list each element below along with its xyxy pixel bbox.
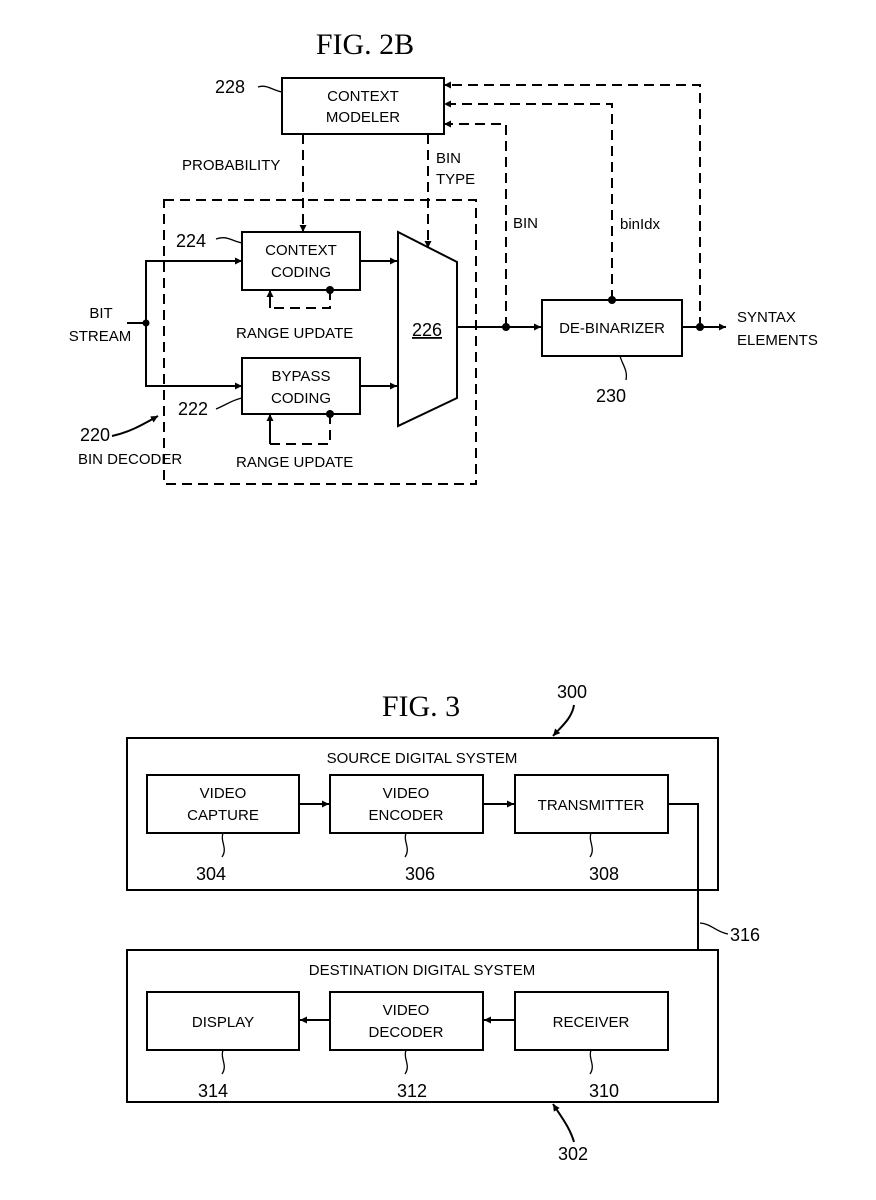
bit-stream-to-context-coding bbox=[145, 257, 242, 323]
context-coding-ref: 224 bbox=[176, 231, 206, 251]
bin-feedback-arrow bbox=[444, 120, 507, 327]
destination-ref-leader bbox=[552, 1103, 575, 1143]
source-digital-system-label: SOURCE DIGITAL SYSTEM bbox=[327, 750, 518, 767]
range-update-node-1 bbox=[326, 286, 334, 294]
bin-type-label-line2: TYPE bbox=[436, 171, 475, 188]
bypass-coding-ref: 222 bbox=[178, 399, 208, 419]
syntax-feedback-arrow bbox=[444, 81, 701, 327]
bin-type-label-line1: BIN bbox=[436, 150, 461, 167]
video-encoder-block: VIDEO ENCODER 306 bbox=[329, 774, 484, 884]
bin-decoder-callout: 220 BIN DECODER bbox=[78, 415, 182, 468]
mux-shape bbox=[397, 230, 458, 428]
context-coding-label-line1: CONTEXT bbox=[265, 242, 337, 259]
bit-stream-to-bypass-coding bbox=[145, 323, 242, 390]
receiver-box bbox=[514, 991, 669, 1051]
range-update-label-1: RANGE UPDATE bbox=[236, 325, 353, 342]
bin-decoder-ref: 220 bbox=[80, 425, 110, 445]
debinarizer-block: DE-BINARIZER 230 bbox=[541, 299, 683, 406]
mux-ref: 226 bbox=[412, 320, 442, 340]
context-coding-block: CONTEXT CODING 224 RANGE UPDATE bbox=[176, 231, 361, 342]
video-encoder-label-line1: VIDEO bbox=[383, 785, 430, 802]
video-capture-leader bbox=[221, 832, 225, 858]
fig-2b-title: FIG. 2B bbox=[316, 28, 414, 61]
video-capture-label-line1: VIDEO bbox=[200, 785, 247, 802]
range-update-loop-1 bbox=[270, 290, 331, 309]
bypass-coding-leader bbox=[215, 397, 243, 410]
context-coding-label-line2: CODING bbox=[271, 264, 331, 281]
system-ref: 300 bbox=[557, 682, 587, 702]
video-decoder-ref: 312 bbox=[397, 1081, 427, 1101]
debinarizer-ref: 230 bbox=[596, 386, 626, 406]
bin-decoder-outline bbox=[163, 199, 477, 485]
context-modeler-block: CONTEXT MODELER 228 bbox=[215, 77, 445, 135]
transmitter-label: TRANSMITTER bbox=[538, 797, 645, 814]
receiver-leader bbox=[589, 1049, 593, 1075]
video-decoder-label-line1: VIDEO bbox=[383, 1002, 430, 1019]
channel-ref: 316 bbox=[730, 925, 760, 945]
context-modeler-box bbox=[281, 77, 445, 135]
display-leader bbox=[221, 1049, 225, 1075]
fig-3: FIG. 3 300 SOURCE DIGITAL SYSTEM VIDEO C… bbox=[126, 682, 760, 1164]
bit-stream-input: BIT STREAM bbox=[69, 257, 242, 390]
destination-ref: 302 bbox=[558, 1144, 588, 1164]
context-modeler-label-line1: CONTEXT bbox=[327, 88, 399, 105]
bin-label: BIN bbox=[513, 215, 538, 232]
range-update-label-2: RANGE UPDATE bbox=[236, 454, 353, 471]
destination-digital-system-label: DESTINATION DIGITAL SYSTEM bbox=[309, 962, 535, 979]
syntax-elements-label-line1: SYNTAX bbox=[737, 309, 796, 326]
debinarizer-label: DE-BINARIZER bbox=[559, 320, 665, 337]
range-update-loop-2 bbox=[270, 414, 331, 445]
bypass-coding-label-line1: BYPASS bbox=[272, 368, 331, 385]
receiver-block: RECEIVER 310 bbox=[514, 991, 669, 1101]
context-modeler-leader bbox=[257, 85, 283, 93]
probability-label: PROBABILITY bbox=[182, 157, 280, 174]
mux-block: 226 bbox=[397, 230, 458, 428]
video-encoder-box bbox=[329, 774, 484, 834]
range-update-node-2 bbox=[326, 410, 334, 418]
context-coding-leader bbox=[215, 237, 243, 244]
syntax-elements-label-line2: ELEMENTS bbox=[737, 332, 818, 349]
video-capture-label-line2: CAPTURE bbox=[187, 807, 259, 824]
debinarizer-box bbox=[541, 299, 683, 357]
video-capture-ref: 304 bbox=[196, 864, 226, 884]
video-capture-block: VIDEO CAPTURE 304 bbox=[146, 774, 300, 884]
video-encoder-label-line2: ENCODER bbox=[368, 807, 443, 824]
receiver-ref: 310 bbox=[589, 1081, 619, 1101]
transmitter-box bbox=[514, 774, 669, 834]
context-modeler-label-line2: MODELER bbox=[326, 109, 400, 126]
fig-2b: FIG. 2B CONTEXT MODELER 228 220 BIN DECO… bbox=[69, 28, 818, 485]
video-encoder-leader bbox=[404, 832, 408, 858]
system-ref-leader bbox=[552, 704, 575, 737]
receiver-label: RECEIVER bbox=[553, 1014, 630, 1031]
bin-decoder-label: BIN DECODER bbox=[78, 451, 182, 468]
fig-3-title: FIG. 3 bbox=[382, 690, 460, 723]
video-decoder-leader bbox=[404, 1049, 408, 1075]
transmitter-ref: 308 bbox=[589, 864, 619, 884]
context-modeler-ref: 228 bbox=[215, 77, 245, 97]
bit-stream-label-line2: STREAM bbox=[69, 328, 132, 345]
debinarizer-leader bbox=[619, 355, 628, 381]
transmitter-block: TRANSMITTER 308 bbox=[514, 774, 669, 884]
display-box bbox=[146, 991, 300, 1051]
video-decoder-label-line2: DECODER bbox=[368, 1024, 443, 1041]
video-capture-box bbox=[146, 774, 300, 834]
binidx-label: binIdx bbox=[620, 216, 661, 233]
binidx-feedback-arrow bbox=[444, 100, 613, 300]
transmitter-leader bbox=[589, 832, 593, 858]
video-encoder-ref: 306 bbox=[405, 864, 435, 884]
video-decoder-box bbox=[329, 991, 484, 1051]
display-block: DISPLAY 314 bbox=[146, 991, 300, 1101]
display-label: DISPLAY bbox=[192, 1014, 254, 1031]
channel-ref-leader bbox=[699, 922, 729, 935]
bypass-coding-label-line2: CODING bbox=[271, 390, 331, 407]
context-coding-box bbox=[241, 231, 361, 291]
bit-stream-label-line1: BIT bbox=[89, 305, 112, 322]
video-decoder-block: VIDEO DECODER 312 bbox=[329, 991, 484, 1101]
bypass-coding-block: BYPASS CODING 222 RANGE UPDATE bbox=[178, 357, 361, 471]
display-ref: 314 bbox=[198, 1081, 228, 1101]
bin-decoder-leader bbox=[111, 415, 159, 437]
